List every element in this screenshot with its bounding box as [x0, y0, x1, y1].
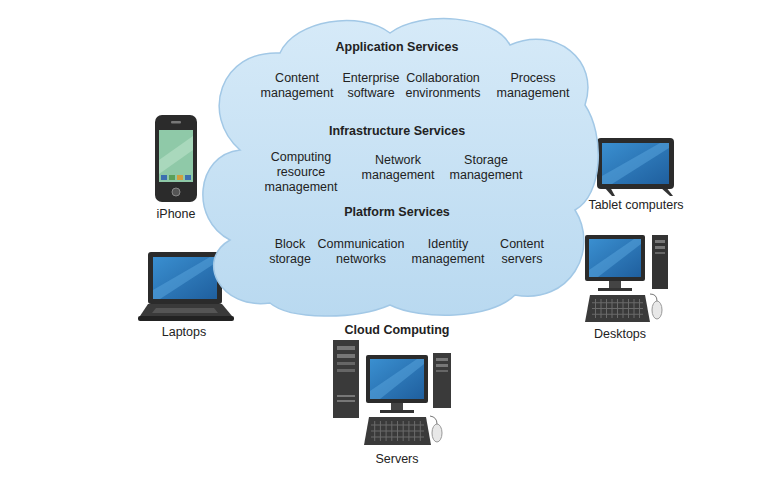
service-item: Computing resource management [261, 150, 341, 195]
keyboard-keys [397, 421, 398, 441]
service-item: Communication networks [314, 237, 409, 267]
keyboard-keys [403, 421, 404, 441]
keyboard-keys [639, 299, 640, 318]
section-heading: Platform Services [344, 205, 450, 220]
keyboard-keys [380, 421, 381, 441]
device-label: Desktops [594, 327, 646, 342]
tablet-icon [597, 138, 674, 196]
service-item: Content servers [492, 237, 552, 267]
keyboard-keys [617, 299, 618, 318]
keyboard-keys [606, 299, 607, 318]
keyboard-keys [601, 299, 602, 318]
cloud-shape: Application ServicesContent managementEn… [195, 15, 600, 315]
service-item: Collaboration environments [400, 71, 486, 101]
device-label: Laptops [162, 325, 206, 340]
keyboard-keys [408, 421, 409, 441]
section-heading: Application Services [336, 40, 459, 55]
service-item: Process management [493, 71, 573, 101]
keyboard-keys [391, 421, 392, 441]
keyboard-keys [414, 421, 415, 441]
keyboard-keys [386, 421, 387, 441]
service-item: Block storage [260, 237, 320, 267]
section-heading: Infrastructure Services [329, 124, 465, 139]
keyboard-keys [634, 299, 635, 318]
section-heading: Cloud Computing [345, 323, 450, 338]
service-item: Identity management [408, 237, 488, 267]
cloud-path [203, 19, 598, 316]
keyboard-keys [628, 299, 629, 318]
service-item: Content management [257, 71, 337, 101]
device-label: iPhone [157, 207, 196, 222]
device-label: Tablet computers [588, 198, 683, 213]
device-label: Servers [375, 452, 418, 467]
service-item: Network management [358, 153, 438, 183]
service-item: Enterprise software [336, 71, 406, 101]
desktop-icon [585, 235, 668, 322]
keyboard-keys [595, 299, 596, 318]
iphone-icon [155, 115, 197, 202]
keyboard-keys [623, 299, 624, 318]
server-icon [333, 340, 451, 445]
keyboard-keys [420, 421, 421, 441]
keyboard-keys [612, 299, 613, 318]
service-item: Storage management [446, 153, 526, 183]
keyboard-keys [374, 421, 375, 441]
